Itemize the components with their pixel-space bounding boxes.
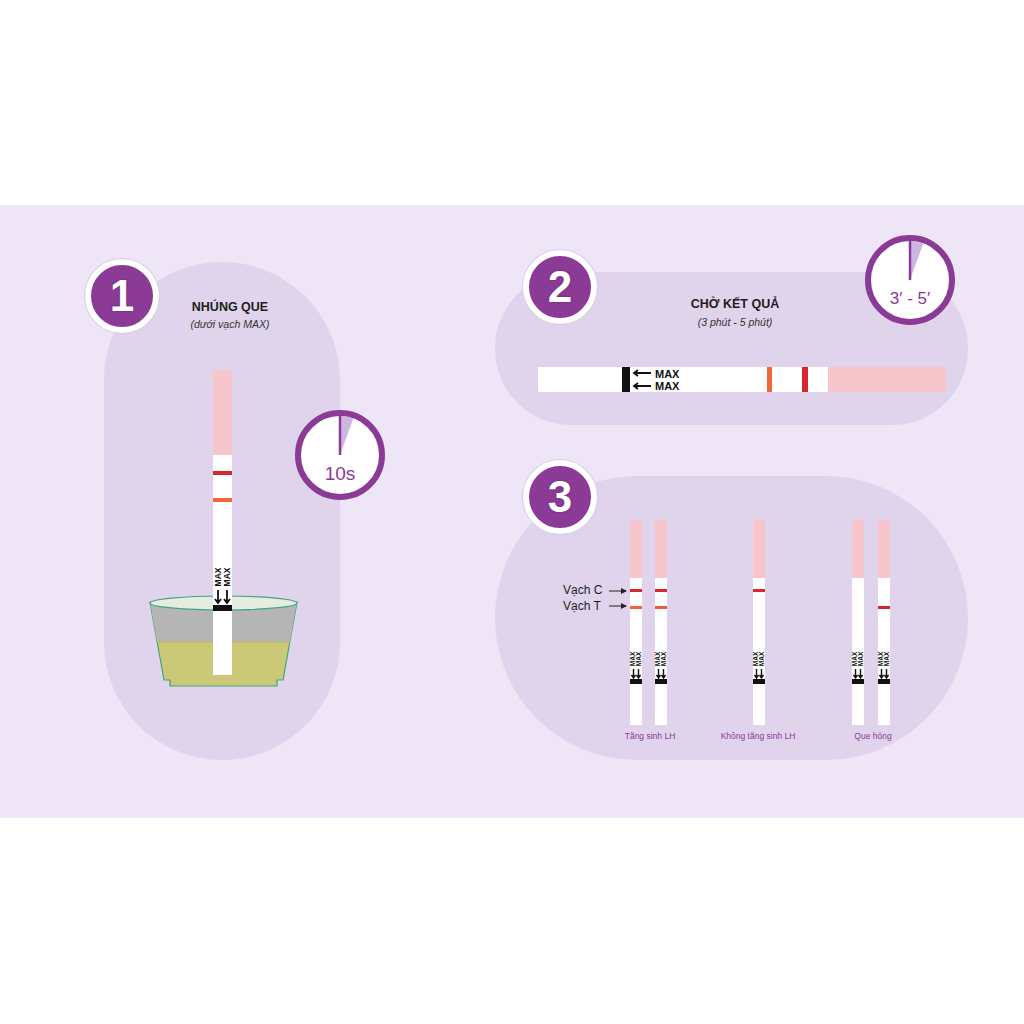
step-number-text: 3 bbox=[548, 472, 572, 523]
step-text: Que hỏng bbox=[854, 732, 891, 742]
max-mark: MAX bbox=[214, 568, 223, 587]
max-mark: MAX bbox=[884, 652, 891, 666]
step-text: Vạch C bbox=[563, 584, 602, 598]
timer-icon: 10s bbox=[295, 410, 385, 500]
max-mark: MAX bbox=[661, 652, 668, 666]
step-number-text: 1 bbox=[110, 271, 134, 322]
max-mark: MAX bbox=[655, 368, 679, 379]
step-title: CHỜ KẾT QUẢ bbox=[691, 297, 779, 311]
max-mark: MAX bbox=[636, 652, 643, 666]
step-panel: Vạch C Vạch T Tăng sinh LH Không tăng sinh … bbox=[495, 476, 968, 760]
timer-icon: 3′ - 5′ bbox=[865, 235, 955, 325]
step-number-text: 2 bbox=[548, 262, 572, 313]
step-text: Vạch T bbox=[563, 600, 601, 614]
step-number: 1 bbox=[85, 259, 159, 333]
step-text: (dưới vạch MAX) bbox=[191, 318, 270, 330]
timer-text: 3′ - 5′ bbox=[889, 289, 931, 309]
step-title: NHÚNG QUE bbox=[192, 300, 268, 314]
max-mark: MAX bbox=[858, 652, 865, 666]
step-number: 2 bbox=[523, 250, 597, 324]
step-text: Tăng sinh LH bbox=[625, 732, 676, 742]
step-text: (3 phút - 5 phút) bbox=[698, 316, 773, 328]
max-mark: MAX bbox=[223, 568, 232, 587]
timer-text: 10s bbox=[324, 463, 357, 485]
step-panel: CHỜ KẾT QUẢ(3 phút - 5 phút)23′ - 5′ bbox=[495, 272, 968, 425]
step-number: 3 bbox=[523, 460, 597, 534]
max-mark: MAX bbox=[655, 380, 679, 391]
max-mark: MAX bbox=[759, 652, 766, 666]
step-text: Không tăng sinh LH bbox=[721, 732, 796, 742]
